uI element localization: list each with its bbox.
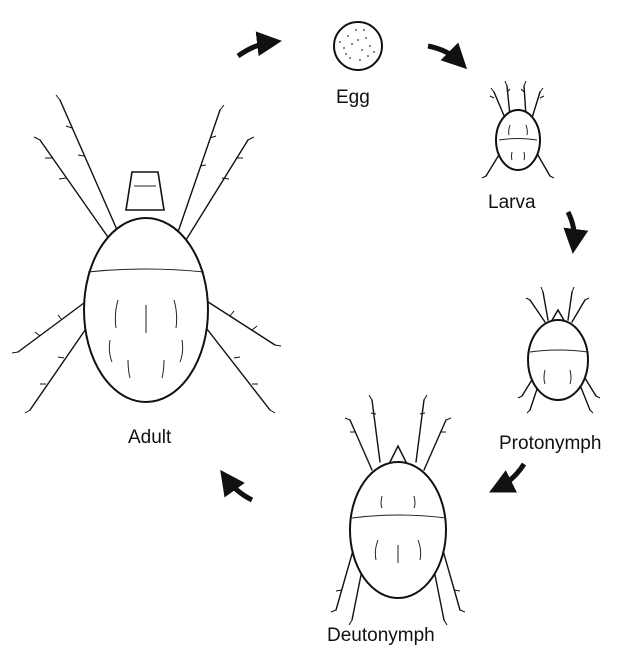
egg-label: Egg — [336, 88, 370, 107]
deutonymph-illustration — [331, 395, 465, 625]
arrow-adult-to-egg — [238, 42, 272, 56]
arrow-protonymph-to-deutonymph — [498, 464, 524, 488]
larva-label: Larva — [488, 193, 536, 212]
arrow-egg-to-larva — [428, 46, 460, 62]
egg-illustration — [334, 22, 382, 70]
larva-illustration — [482, 81, 554, 178]
arrow-larva-to-protonymph — [568, 212, 574, 244]
adult-label: Adult — [128, 428, 171, 447]
deutonymph-label: Deutonymph — [327, 626, 435, 645]
adult-illustration — [12, 95, 281, 413]
protonymph-illustration — [518, 287, 600, 413]
protonymph-label: Protonymph — [499, 434, 601, 453]
arrow-deutonymph-to-adult — [226, 478, 252, 500]
